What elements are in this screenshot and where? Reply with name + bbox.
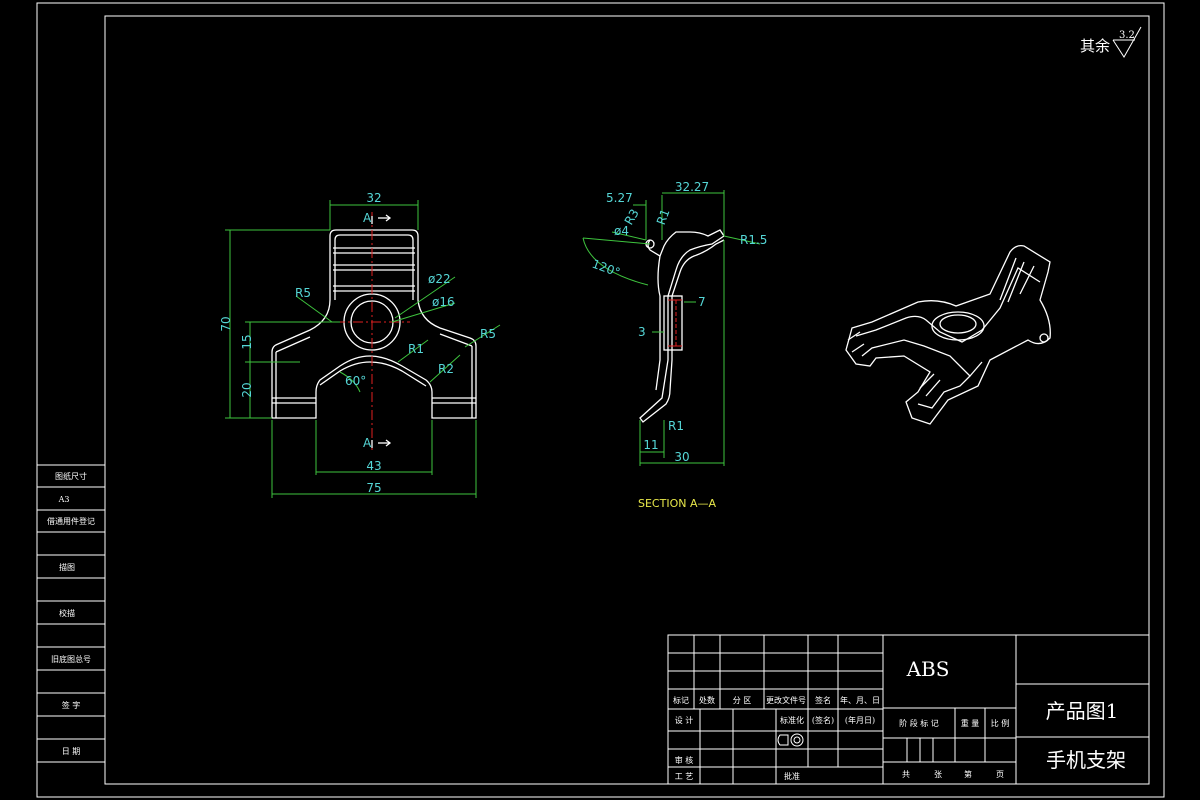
roughness-label: 其余	[1080, 37, 1110, 55]
front-outline	[271, 229, 477, 419]
dim-angle60: 60°	[345, 374, 366, 388]
section-mark-top: A	[363, 211, 372, 225]
side-label-8: 旧底图总号	[51, 654, 91, 664]
section-view	[639, 229, 725, 423]
dim-r5-right: R5	[480, 327, 496, 341]
outer-border	[36, 2, 1165, 798]
dim-3227: 32.27	[675, 180, 709, 194]
drawing-name: 产品图1	[1046, 699, 1119, 723]
dim-r3: R3	[622, 207, 642, 228]
dim-30: 30	[674, 450, 689, 464]
tb-review: 审 核	[675, 755, 694, 765]
dim-r1: R1	[408, 342, 424, 356]
dim-r5-left: R5	[295, 286, 311, 300]
tb-stage-0: 阶 段 标 记	[899, 718, 939, 728]
tb-stage-2: 比 例	[991, 718, 1010, 728]
dim-overall-width: 75	[366, 481, 381, 495]
dim-width-top: 32	[366, 191, 381, 205]
isometric-view	[845, 244, 1051, 425]
side-label-1: A3	[58, 495, 70, 504]
tb-sign: (签名)	[812, 715, 834, 725]
tb-sheet-3: 页	[996, 770, 1004, 779]
tb-label-5: 年、月、日	[840, 695, 880, 705]
dim-dia22: ø22	[428, 272, 451, 286]
side-label-0: 图纸尺寸	[55, 471, 87, 481]
tb-date: (年月日)	[845, 715, 875, 725]
dim-r2: R2	[438, 362, 454, 376]
tb-sheet-1: 张	[934, 770, 942, 779]
dim-r1-bottom: R1	[668, 419, 684, 433]
tb-standard: 标准化	[780, 715, 804, 725]
section-dimensions: 5.27 32.27 R3 ø4 R1 R1.5 120° 7 3 11 30 …	[582, 180, 767, 510]
dim-slot-width: 43	[366, 459, 381, 473]
dim-h15: 15	[240, 334, 254, 349]
dim-3: 3	[638, 325, 646, 339]
side-label-6: 校描	[59, 608, 75, 618]
side-label-4: 描图	[59, 562, 75, 572]
side-label-2: 借通用件登记	[47, 516, 95, 526]
dim-dia16: ø16	[432, 295, 455, 309]
front-view: A A	[271, 211, 477, 450]
tb-process: 工 艺	[675, 772, 694, 781]
tb-label-0: 标记	[673, 695, 689, 705]
tb-label-4: 签名	[815, 695, 831, 705]
dim-527: 5.27	[606, 191, 633, 205]
dim-7: 7	[698, 295, 706, 309]
dim-r15: R1.5	[740, 233, 767, 247]
section-profile	[639, 229, 725, 423]
section-title: SECTION A—A	[638, 497, 716, 510]
inner-border	[104, 15, 1150, 785]
title-block: 标记 处数 分 区 更改文件号 签名 年、月、日 设 计 标准化 (签名) (年…	[667, 634, 1150, 785]
tb-approve: 批准	[784, 771, 800, 781]
dim-height: 70	[219, 316, 233, 331]
dim-angle120: 120°	[590, 257, 622, 280]
side-panel: 图纸尺寸 A3 借通用件登记 描图 校描 旧底图总号 签 字 日 期	[37, 464, 105, 763]
dim-dia4: ø4	[614, 224, 629, 238]
roughness-symbol: 其余 3.2	[1080, 26, 1142, 58]
tb-sheet-2: 第	[964, 769, 972, 779]
dim-h20: 20	[240, 382, 254, 397]
tb-label-1: 处数	[699, 695, 715, 705]
dim-r1-small: R1	[654, 207, 673, 227]
roughness-value: 3.2	[1119, 30, 1135, 41]
tb-stage-1: 重 量	[961, 718, 980, 728]
part-name: 手机支架	[1046, 748, 1126, 772]
side-label-12: 日 期	[62, 747, 81, 756]
section-mark-bottom: A	[363, 436, 372, 450]
tb-label-3: 更改文件号	[766, 695, 806, 705]
dim-11: 11	[643, 438, 658, 452]
front-dimensions: 32 70 15 20 43 75 ø22 ø16 R5 R5 R1 R2 60…	[219, 191, 501, 498]
tb-design: 设 计	[675, 715, 694, 725]
tb-sheet-0: 共	[902, 770, 910, 779]
side-label-10: 签 字	[62, 700, 81, 710]
material: ABS	[906, 657, 950, 681]
tb-label-2: 分 区	[733, 696, 752, 705]
